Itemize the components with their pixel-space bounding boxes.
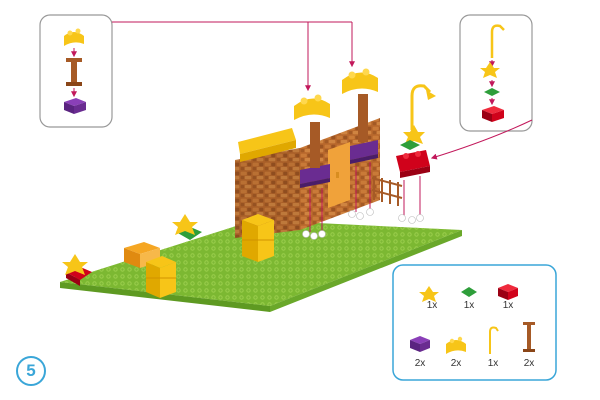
- callout-left: [39, 14, 113, 128]
- callout-right: [459, 14, 533, 132]
- orange-brick-stack-center: [242, 214, 274, 262]
- yellow-arch-brick: [294, 94, 330, 120]
- brown-pillar: [310, 122, 320, 168]
- parts-qty-lamp-post: 1x: [487, 358, 499, 369]
- target-studs: [302, 208, 424, 240]
- yellow-flower-icon: [480, 62, 500, 78]
- brown-pillar: [358, 94, 368, 142]
- yellow-arch-brick-icon: [446, 336, 466, 354]
- lamp-post-icon: [490, 24, 505, 58]
- green-leaf-icon: [484, 88, 500, 96]
- purple-brick: [350, 140, 378, 164]
- parts-qty-yellow-flower: 1x: [426, 300, 438, 311]
- parts-list-panel: [392, 264, 557, 381]
- callout-left-connector: [112, 21, 355, 92]
- purple-brick-icon: [410, 336, 430, 352]
- yellow-arch-brick: [342, 68, 378, 94]
- green-leaf-icon: [461, 287, 477, 297]
- red-brick: [396, 150, 430, 178]
- parts-qty-red-brick: 1x: [502, 300, 514, 311]
- red-brick-icon: [482, 106, 504, 122]
- yellow-flower-icon: [419, 286, 439, 302]
- callout-right-connector: [430, 119, 533, 160]
- purple-brick-icon: [64, 98, 86, 114]
- green-leaf: [400, 140, 420, 150]
- lamp-post-icon: [489, 326, 499, 354]
- parts-qty-green-leaf: 1x: [463, 300, 475, 311]
- brick-wall: [235, 68, 403, 238]
- flower-scenery-left: [62, 254, 92, 286]
- placement-lines: [309, 162, 421, 232]
- parts-qty-yellow-arch-brick: 2x: [450, 358, 462, 369]
- flower-scenery-center: [172, 214, 202, 240]
- brown-pillar-icon: [523, 322, 535, 352]
- fence: [371, 176, 403, 206]
- orange-brick-stack-left: [124, 242, 176, 298]
- step-number-badge: 5: [16, 356, 46, 386]
- brown-pillar-icon: [66, 58, 82, 86]
- yellow-flower: [403, 125, 425, 144]
- yellow-arch-brick-icon: [64, 28, 84, 46]
- purple-brick: [300, 164, 330, 188]
- parts-qty-purple-brick: 2x: [414, 358, 426, 369]
- red-brick-icon: [498, 284, 518, 300]
- parts-qty-brown-pillar: 2x: [523, 358, 535, 369]
- lamp-post-assembly: [396, 84, 436, 178]
